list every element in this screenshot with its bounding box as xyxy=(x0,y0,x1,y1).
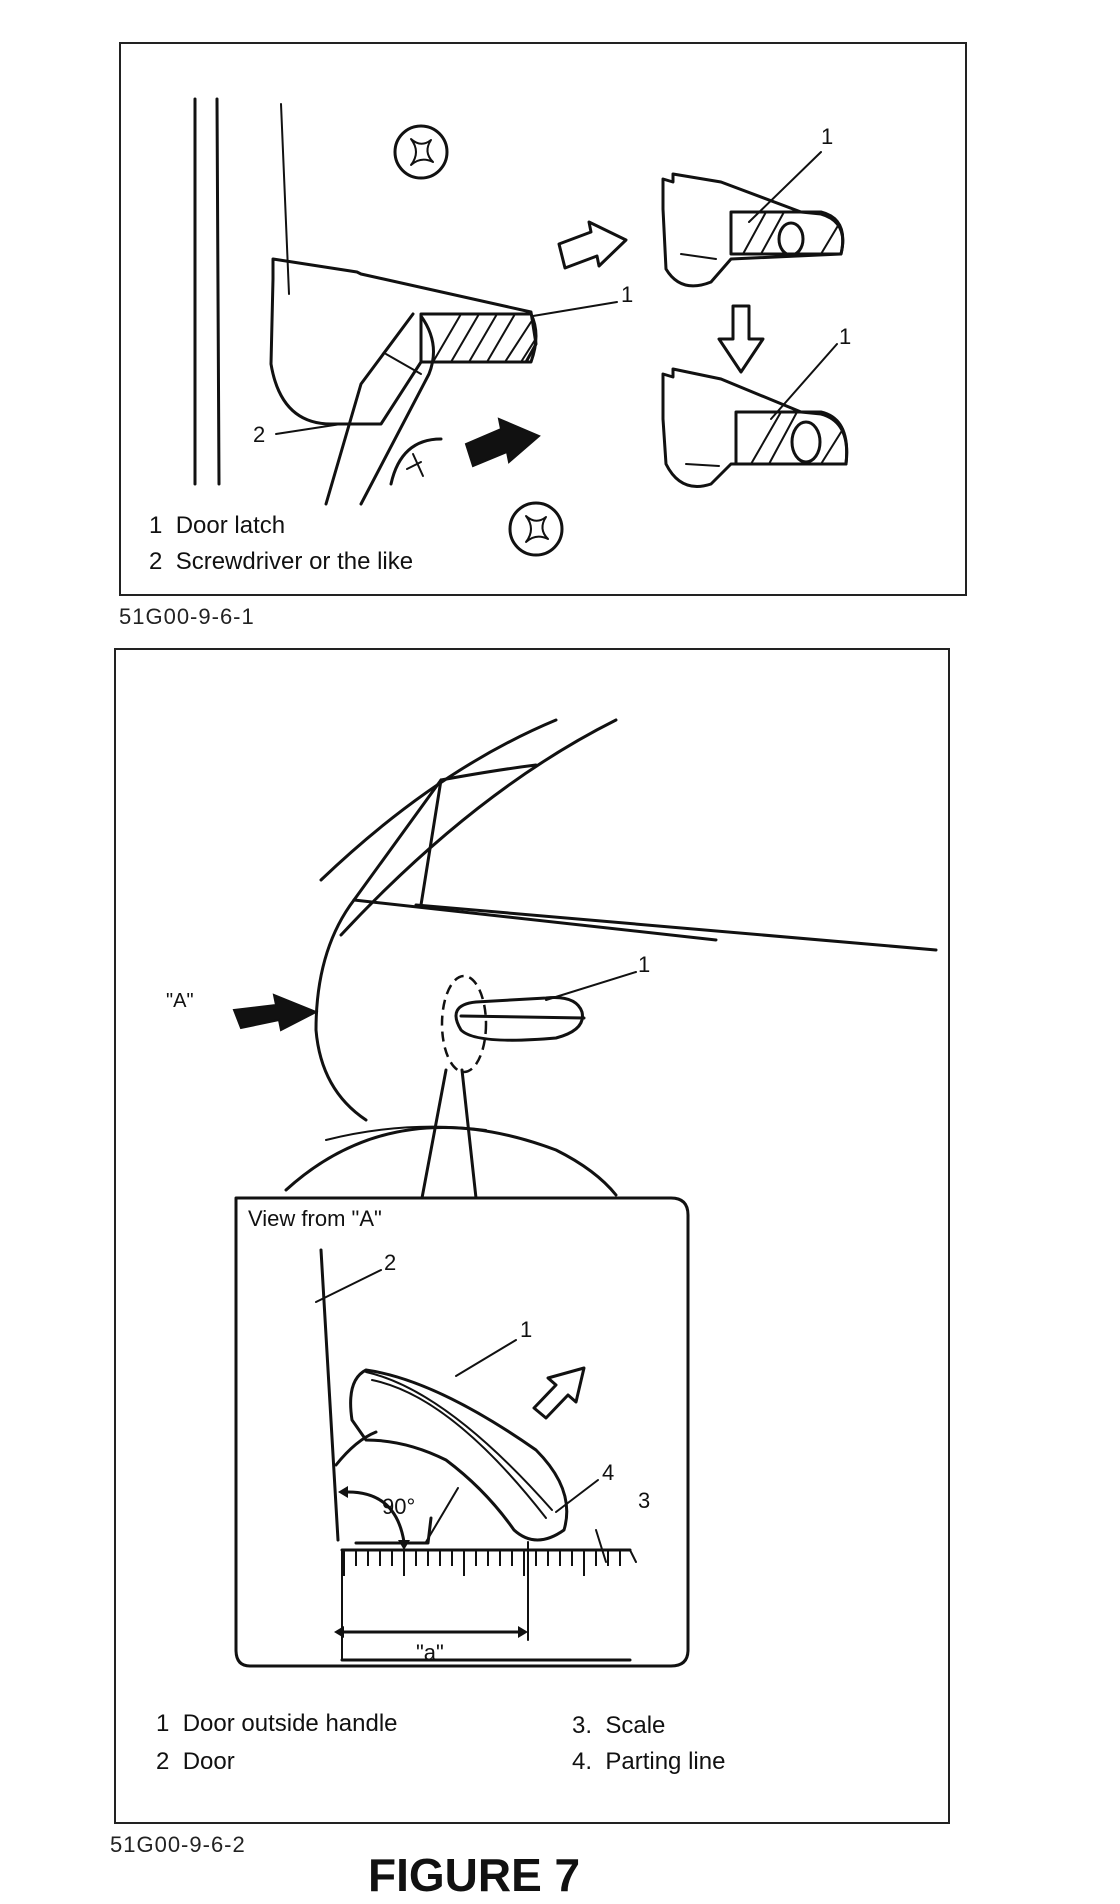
legend-item-outside-handle: 1 Door outside handle xyxy=(156,1710,398,1738)
callout-screwdriver: 2 xyxy=(253,422,266,447)
arrow-solid-icon xyxy=(232,993,319,1032)
callout-view-a: "A" xyxy=(166,990,194,1012)
callout-scale-inset: 3 xyxy=(638,1488,651,1513)
legend-number: 1 xyxy=(156,1710,170,1737)
arrow-up-right-icon xyxy=(532,1366,586,1420)
callout-handle-car: 1 xyxy=(638,952,651,977)
legend-item-parting-line: 4. Parting line xyxy=(572,1748,725,1776)
legend-text: Screwdriver or the like xyxy=(175,548,414,575)
arrow-down-icon xyxy=(717,304,765,374)
figure-code-bottom: 51G00-9-6-2 xyxy=(110,1832,246,1857)
legend-number: 1 xyxy=(149,512,163,539)
callout-latch-lower: 1 xyxy=(839,324,852,349)
legend-text: Door outside handle xyxy=(182,1710,398,1737)
legend-item-door: 2 Door xyxy=(156,1748,235,1776)
top-diagram-panel: 1 1 1 2 1 Door latch 2 Screwdriver or th… xyxy=(119,42,967,596)
angle-label: 90° xyxy=(382,1494,416,1519)
bottom-diagram-panel: "A" 1 View from "A" 2 1 4 3 90° "a" 1 Do… xyxy=(114,648,950,1824)
arrow-solid-icon xyxy=(464,417,541,468)
callout-parting-line: 4 xyxy=(602,1460,615,1485)
callout-handle-inset: 1 xyxy=(520,1317,533,1342)
screw-icon xyxy=(508,501,564,557)
scale-ruler-icon xyxy=(340,1548,632,1662)
door-latch-icon xyxy=(419,312,538,364)
legend-number: 3. xyxy=(572,1712,593,1739)
callout-door-inset: 2 xyxy=(384,1250,397,1275)
legend-number: 2 xyxy=(156,1748,170,1775)
callout-latch-main: 1 xyxy=(621,282,634,307)
handle-section-icon xyxy=(334,1368,569,1542)
door-handle-icon xyxy=(454,996,586,1042)
legend-number: 4. xyxy=(572,1748,593,1775)
legend-text: Scale xyxy=(605,1712,666,1739)
legend-text: Door latch xyxy=(175,512,286,539)
figure-title: FIGURE 7 xyxy=(368,1849,581,1901)
legend-number: 2 xyxy=(149,548,163,575)
inset-title: View from "A" xyxy=(248,1206,382,1231)
legend-item-scale: 3. Scale xyxy=(572,1712,665,1740)
inset-frame xyxy=(234,1196,690,1668)
legend-item-door-latch: 1 Door latch xyxy=(149,512,285,540)
dimension-label: "a" xyxy=(416,1640,444,1665)
arrow-right-icon xyxy=(557,220,628,270)
door-handle-drawing xyxy=(232,718,938,1668)
scale-ticks xyxy=(343,1550,621,1576)
callout-latch-upper: 1 xyxy=(821,124,834,149)
screw-icon xyxy=(393,124,449,180)
screwdriver-icon xyxy=(324,312,435,506)
legend-text: Parting line xyxy=(605,1748,726,1775)
figure-code-top: 51G00-9-6-1 xyxy=(119,604,255,629)
legend-item-screwdriver: 2 Screwdriver or the like xyxy=(149,548,413,576)
door-latch-drawing xyxy=(193,97,849,557)
legend-text: Door xyxy=(182,1748,235,1775)
